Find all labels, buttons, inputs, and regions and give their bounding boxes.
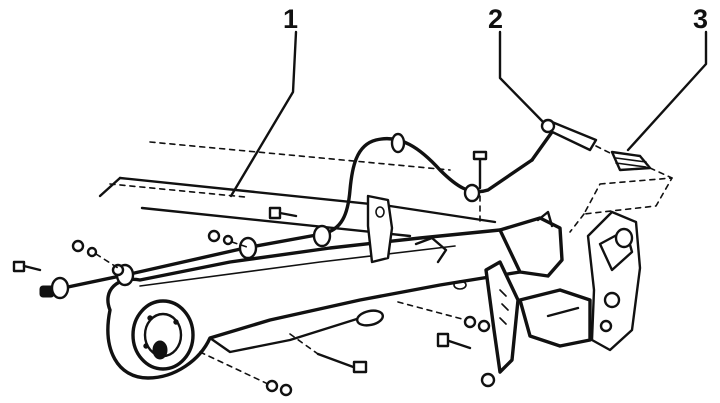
- bracket-hole: [375, 206, 385, 218]
- nut-mid-2: [477, 319, 491, 333]
- washer-left-3: [222, 234, 234, 246]
- frame-lower-edge: [140, 206, 412, 238]
- clamp-3-body: [238, 236, 258, 260]
- brake-cable: [39, 132, 534, 298]
- bolt-left-2: [268, 206, 298, 220]
- arm-small-hole: [453, 280, 467, 290]
- trailing-arm-crease: [139, 245, 456, 287]
- nuts-lower-pair: [265, 379, 293, 397]
- brake-lever: [484, 260, 520, 374]
- clevis-dashed: [649, 167, 673, 179]
- bolt-lower-2-head: [436, 332, 450, 348]
- body-bracket: [366, 194, 448, 264]
- leader-line-2: [498, 30, 550, 129]
- clevis-threads: [615, 157, 647, 168]
- trailing-arm: [106, 228, 527, 380]
- brake-carrier: [484, 210, 642, 374]
- adjuster-eye: [540, 118, 556, 134]
- callout-label-3: 3: [693, 4, 708, 34]
- nut-bottom-body: [480, 372, 496, 388]
- bolt-left-1-shank: [22, 264, 42, 272]
- nut-left-3: [207, 229, 234, 246]
- cable-routing: [42, 137, 534, 294]
- guide-drop: [569, 213, 585, 233]
- leader-line-1: [229, 30, 298, 198]
- nut-left-3-body: [207, 229, 221, 243]
- fasteners-lower: [199, 301, 496, 397]
- body-frame: [98, 141, 497, 238]
- callout-3: 3: [626, 4, 708, 152]
- assembly-guide: [569, 177, 673, 233]
- frame-mid-dashed: [109, 183, 246, 198]
- callout-label-1: 1: [283, 4, 298, 34]
- clamp-1: [50, 276, 70, 300]
- clamp-4: [312, 224, 332, 248]
- arm-access-hole: [356, 309, 384, 327]
- bushing-dot-3: [143, 343, 149, 349]
- nut-lower-1: [265, 379, 279, 393]
- nuts-mid-dashed: [397, 301, 467, 321]
- bushing-dot-1: [147, 315, 153, 321]
- adjuster-bolt: [614, 227, 634, 249]
- part-2-cable-adjuster: [530, 118, 613, 162]
- bolt-left-1: [12, 260, 42, 273]
- frame-end-edge: [98, 176, 122, 198]
- guide-parallelogram: [583, 177, 673, 215]
- backing-plate: [586, 210, 642, 352]
- bracket-tab: [414, 236, 448, 264]
- bolt-lower-2: [436, 332, 472, 350]
- adjuster-rod: [530, 130, 554, 162]
- nuts-lower-dashed: [199, 351, 269, 385]
- bolt-lower-1: [316, 352, 368, 374]
- carrier-upper-lug: [536, 210, 554, 228]
- cable-grommet: [390, 132, 406, 154]
- washer-left-1: [86, 246, 98, 258]
- cable-guide-clip: [463, 183, 481, 203]
- nut-lower-2: [279, 383, 293, 397]
- nuts-mid-pair: [463, 315, 491, 333]
- fastener-dashed-1: [95, 253, 119, 269]
- fasteners-left: [12, 206, 298, 277]
- bushing-core: [152, 340, 168, 360]
- bolt-lower-1-shank: [316, 352, 358, 370]
- callout-label-2: 2: [488, 4, 503, 34]
- clamp-1-body: [50, 276, 70, 300]
- clip-bolt-head: [472, 150, 488, 161]
- nut-left-2: [111, 263, 125, 277]
- trailing-arm-lower-edge: [208, 316, 362, 354]
- frame-top-edge: [118, 176, 497, 224]
- bolt-left-2-head: [268, 206, 282, 220]
- bolt-left-2-shank: [278, 211, 298, 218]
- nut-bottom: [480, 372, 496, 388]
- fastener-dashed-2: [231, 241, 251, 249]
- callout-2: 2: [488, 4, 550, 129]
- carrier-rib: [546, 306, 580, 318]
- leader-line-3: [626, 30, 708, 152]
- nut-left-2-body: [111, 263, 125, 277]
- part-3-clevis: [610, 150, 673, 179]
- bolt-lower-2-shank: [444, 338, 472, 350]
- bushing-dot-2: [173, 319, 179, 325]
- carrier-lower-body: [518, 288, 592, 348]
- callout-1: 1: [229, 4, 298, 198]
- plate-hole-1: [603, 291, 621, 309]
- nut-mid-1: [463, 315, 477, 329]
- bolt-lower-1-dashed: [289, 333, 319, 355]
- bolt-lower-1-head: [352, 360, 368, 374]
- frame-upper-dashed: [149, 141, 451, 171]
- bracket-plate: [366, 194, 394, 264]
- adjuster-dashed: [595, 145, 613, 155]
- bushing-outer: [131, 299, 195, 371]
- nut-left-1-body: [71, 239, 85, 253]
- clamp-4-body: [312, 224, 332, 248]
- plate-hole-2: [599, 319, 613, 333]
- pivot-bushing: [131, 299, 195, 371]
- nut-left-1: [71, 239, 98, 258]
- lever-teeth: [499, 289, 509, 325]
- clamp-3: [238, 236, 258, 260]
- bolt-left-1-head: [12, 260, 26, 273]
